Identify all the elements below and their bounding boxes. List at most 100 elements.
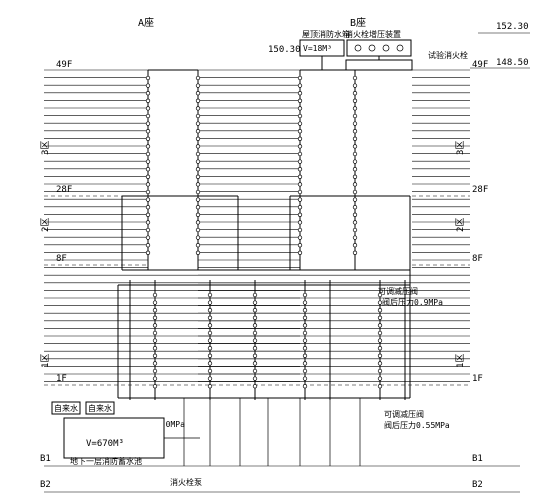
floor-8f-right: 8F [472, 254, 483, 264]
hydrant-marker [195, 174, 201, 179]
hydrant-marker [152, 300, 158, 305]
roof-booster-unit: 消火栓增压装置 [345, 29, 412, 57]
hydrant-marker [195, 113, 201, 119]
hydrant-marker [302, 384, 308, 389]
hydrant-marker [377, 323, 383, 328]
hydrant-marker [352, 205, 358, 210]
hydrant-marker [352, 136, 358, 141]
hydrant-marker [377, 308, 383, 313]
upper-prv-title: 可调减压阀 [378, 286, 418, 296]
hydrant-marker [195, 159, 201, 164]
hydrant-marker [302, 338, 308, 343]
hydrant-marker [195, 182, 201, 187]
hydrant-marker [145, 235, 151, 240]
riser-pipes [117, 56, 411, 466]
hydrant-marker [152, 353, 158, 358]
roof-tank-label: 屋顶消防水箱 [302, 29, 350, 39]
hydrant-marker [352, 220, 358, 225]
hydrant-marker [152, 376, 158, 381]
hydrant-marker [145, 220, 151, 225]
floor-b1-right: B1 [472, 454, 483, 464]
hydrant-marker [377, 361, 383, 366]
hydrant-marker [207, 300, 213, 305]
hydrant-marker [297, 174, 303, 179]
hydrant-marker [195, 151, 201, 157]
hydrant-marker [195, 121, 201, 126]
hydrant-marker [252, 330, 258, 336]
hydrant-marker [377, 330, 383, 336]
hydrant-marker [195, 144, 201, 149]
hydrant-marker [145, 121, 151, 126]
hydrant-marker [252, 346, 258, 351]
hydrant-marker [297, 167, 303, 172]
hydrant-marker [352, 83, 358, 88]
hydrant-marker [145, 205, 151, 210]
floor-28f-right: 28F [472, 185, 488, 195]
pool-volume: V=670M³ [86, 439, 124, 449]
hydrant-marker [195, 91, 201, 96]
hydrant-marker [195, 243, 201, 248]
lower-prv-value: 阀后压力0.55MPa [384, 420, 450, 430]
hydrant-marker [297, 129, 303, 134]
hydrant-marker [145, 75, 151, 81]
hydrant-marker [145, 189, 151, 195]
lower-prv-title: 可调减压阀 [384, 409, 424, 419]
hydrant-marker [302, 330, 308, 336]
building-b-label: B座 [350, 16, 366, 29]
hydrant-marker [352, 243, 358, 248]
hydrant-marker [352, 75, 358, 81]
hydrant-marker [352, 250, 358, 255]
hydrant-marker [145, 243, 151, 248]
floor-49f-right: 49F [472, 60, 488, 70]
hydrant-marker [252, 338, 258, 343]
hydrant-marker [297, 91, 303, 96]
hydrant-marker [297, 182, 303, 187]
hydrant-marker [352, 144, 358, 149]
zone-high-right: 3区 [455, 141, 466, 155]
hydrant-marker [152, 315, 158, 320]
building-a-label: A座 [138, 16, 154, 29]
floor-b2-left: B2 [40, 480, 51, 490]
floor-49f-left: 49F [56, 60, 72, 70]
hydrant-marker [152, 368, 158, 374]
hydrant-marker [207, 330, 213, 336]
booster-unit-label: 消火栓增压装置 [345, 29, 401, 39]
hydrant-marker [252, 300, 258, 305]
hydrant-marker [297, 113, 303, 119]
hydrant-marker [252, 361, 258, 366]
hydrant-marker [152, 384, 158, 389]
hydrant-marker [377, 292, 383, 298]
hydrant-marker [352, 151, 358, 157]
hydrant-marker [377, 368, 383, 374]
hydrant-marker [252, 384, 258, 389]
fire-storage-pool: V=670M³ 地下一层消防蓄水池 [63, 417, 165, 466]
hydrant-marker [297, 220, 303, 225]
hydrant-marker [195, 250, 201, 255]
hydrant-marker [302, 361, 308, 366]
hydrant-marker [207, 368, 213, 374]
elevation-tank-label: 150.30 [268, 45, 301, 55]
hydrant-marker [352, 106, 358, 111]
hydrant-marker [302, 323, 308, 328]
hydrant-marker [297, 98, 303, 103]
hydrant-marker [352, 182, 358, 187]
hydrant-marker [207, 346, 213, 351]
hydrant-marker [352, 212, 358, 217]
hydrant-marker [145, 182, 151, 187]
hydrant-marker [195, 75, 201, 81]
city-water-1-label: 自来水 [54, 403, 78, 413]
hydrant-marker [352, 174, 358, 179]
hydrant-marker [195, 205, 201, 210]
hydrant-marker [297, 205, 303, 210]
hydrant-marker [377, 353, 383, 358]
hydrant-marker [252, 323, 258, 328]
zone-mid-right: 2区 [455, 218, 466, 232]
hydrant-marker [377, 338, 383, 343]
hydrant-marker [145, 197, 151, 202]
hydrant-marker [302, 300, 308, 305]
hydrant-marker [145, 98, 151, 103]
hydrant-marker [252, 292, 258, 298]
hydrant-marker [302, 315, 308, 320]
hydrant-marker [207, 308, 213, 313]
